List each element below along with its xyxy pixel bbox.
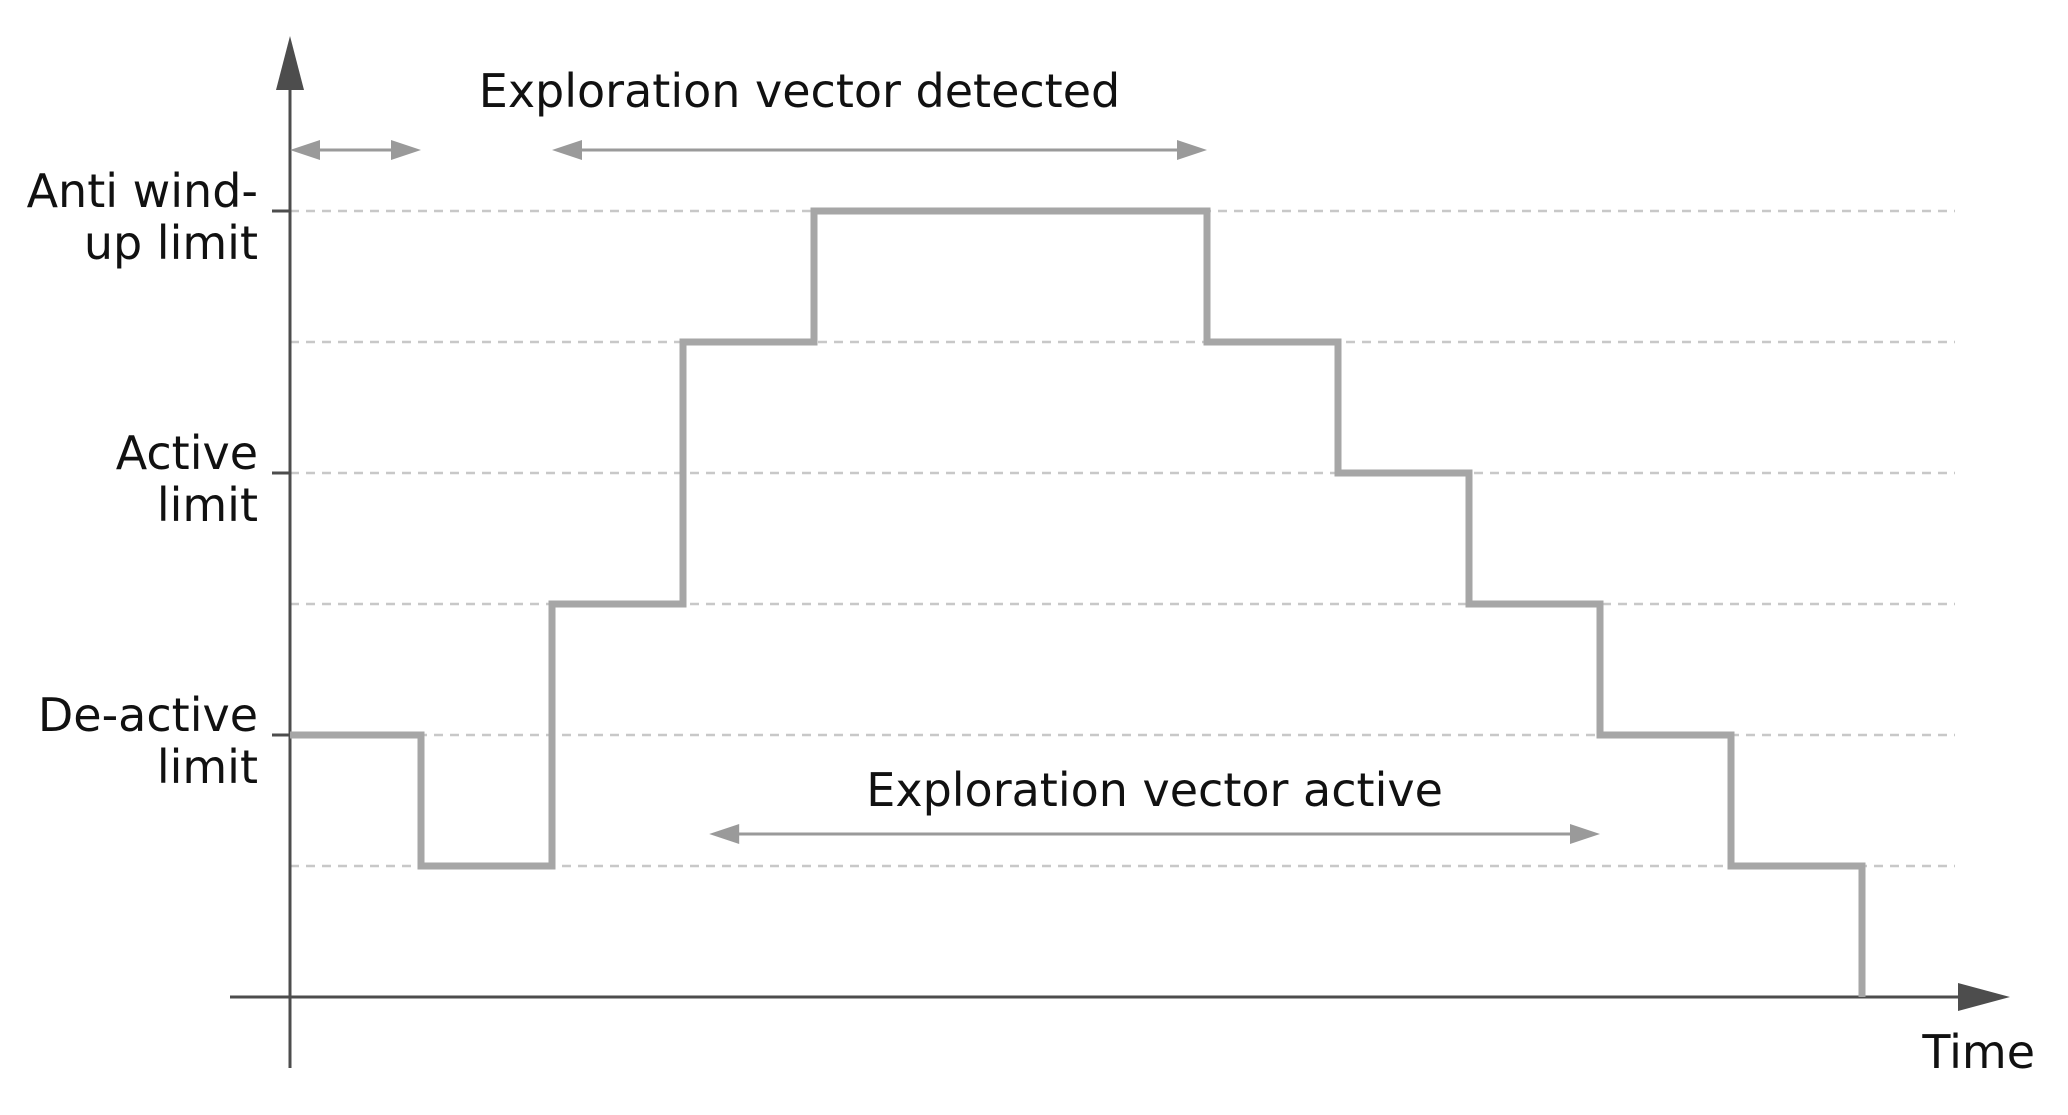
arrowhead-left-icon [290,140,320,160]
annotation-0 [290,140,421,160]
y-tick-label-line: limit [157,478,258,532]
arrowhead-left-icon [709,824,740,844]
y-tick-label-line: limit [157,740,258,794]
x-axis-arrowhead-icon [1958,983,2010,1011]
x-axis-label: Time [1921,1025,2035,1079]
annotation-label: Exploration vector detected [479,64,1120,118]
arrowhead-right-icon [391,140,421,160]
annotation-label: Exploration vector active [866,763,1443,817]
arrowhead-right-icon [1570,824,1600,844]
arrowhead-left-icon [552,140,582,160]
y-tick-label-line: De-active [38,688,258,742]
y-axis-arrowhead-icon [276,36,304,90]
series [290,207,1866,997]
step-series-line-0 [290,207,1866,997]
y-tick-label-line: Anti wind- [27,164,258,218]
y-tick-label-line: up limit [84,216,258,270]
arrowhead-right-icon [1177,140,1207,160]
axes [230,36,2010,1068]
annotation-1: Exploration vector detected [479,64,1207,160]
y-tick-label-line: Active [116,426,258,480]
y-tick-label: Anti wind-up limit [27,164,258,270]
annotation-2: Exploration vector active [709,763,1600,844]
